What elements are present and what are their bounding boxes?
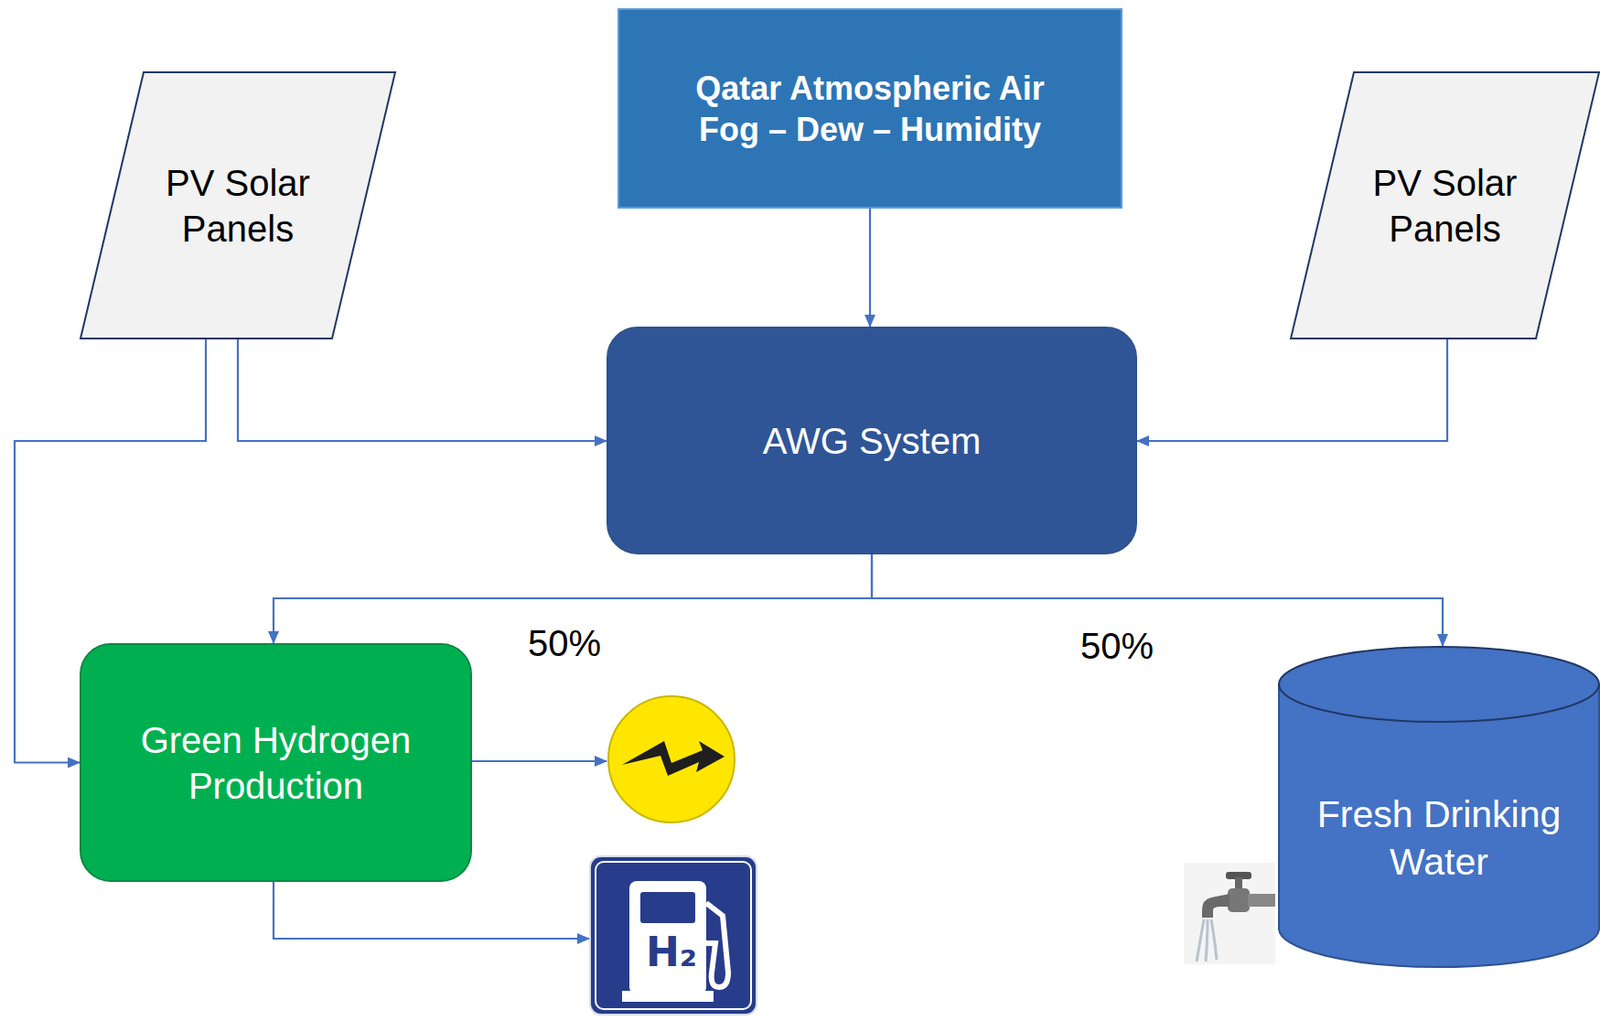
split-percentage: 50%	[1076, 625, 1158, 666]
tank-lid	[1278, 646, 1600, 722]
tank-body	[1278, 684, 1600, 967]
process-box: AWG System	[606, 326, 1138, 555]
tap-pipe	[1247, 893, 1276, 907]
storage-tank: Fresh Drinking Water	[1277, 645, 1600, 967]
connector-arrow	[237, 338, 607, 441]
hydrogen-pump: H₂	[589, 855, 758, 1016]
tap-body	[1227, 888, 1250, 913]
node-label: PV Solar Panels	[164, 160, 312, 252]
pump-screen	[640, 891, 696, 924]
node-label: AWG System	[762, 418, 982, 464]
node-label: PV Solar Panels	[1372, 160, 1519, 252]
pump-hose	[706, 902, 729, 988]
parallelogram-outline	[80, 72, 396, 339]
tap-ground	[1183, 862, 1276, 965]
pv-panel-outline	[79, 71, 397, 340]
pv-panel: PV Solar Panels	[1289, 71, 1600, 340]
pv-panel-outline	[1289, 71, 1600, 340]
node-label: Green Hydrogen Production	[125, 717, 428, 809]
lightning-bolt	[622, 740, 725, 776]
tap-icon	[1183, 862, 1276, 965]
power-arrow	[472, 760, 607, 763]
pump-body	[629, 880, 707, 995]
source-box: Qatar Atmospheric Air Fog – Dew – Humidi…	[617, 8, 1123, 209]
connector-arrow	[1137, 338, 1448, 441]
tap-spout	[1202, 893, 1230, 918]
process-box: Green Hydrogen Production	[79, 643, 473, 882]
electricity-disc	[608, 696, 735, 823]
node-label: Fresh Drinking Water	[1301, 791, 1577, 886]
pump-sign-border	[595, 861, 752, 1010]
connector-arrow	[869, 208, 871, 327]
node-label: Qatar Atmospheric Air Fog – Dew – Humidi…	[668, 67, 1072, 151]
connector-arrow	[273, 881, 590, 939]
pump-base	[622, 990, 714, 1002]
tap-stem	[1234, 877, 1243, 891]
parallelogram-outline	[1290, 72, 1600, 339]
electricity-icon	[608, 696, 735, 823]
node-label: H₂	[645, 932, 698, 973]
split-percentage: 50%	[524, 622, 605, 664]
water-stream	[1196, 919, 1217, 962]
pump-sign	[590, 856, 757, 1015]
pv-panel: PV Solar Panels	[79, 71, 397, 340]
